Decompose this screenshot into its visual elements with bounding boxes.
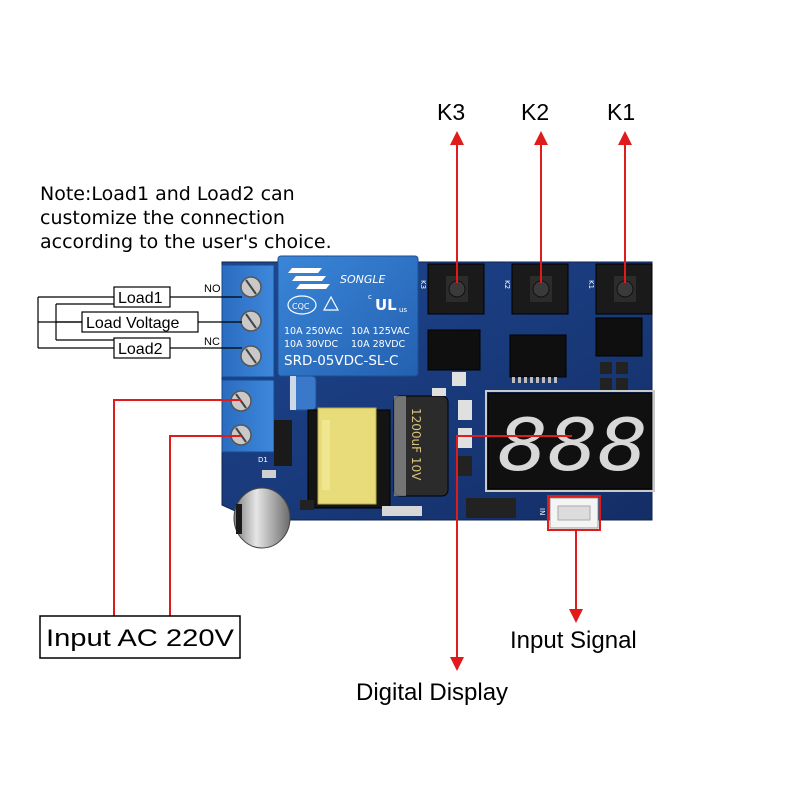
silk-d1: D1 [258, 456, 268, 464]
digital-display-text: Digital Display [356, 679, 508, 706]
warning-icon [322, 295, 340, 311]
relay-brand: SONGLE [340, 273, 386, 286]
relay-rating-right-1: 10A 125VAC [351, 326, 410, 337]
silk-k2: K2 [503, 280, 511, 289]
silk-in: IN [538, 508, 546, 515]
no-label: NO [204, 283, 221, 295]
label-load1: Load1 [113, 286, 171, 308]
k2-label: K2 [521, 99, 549, 125]
relay-ul-mark: UL [375, 296, 397, 314]
silk-k1: K1 [587, 280, 595, 289]
label-load2: Load2 [113, 337, 171, 359]
screw-2 [240, 310, 262, 332]
input-signal-text: Input Signal [510, 627, 637, 654]
relay-rating-left-2: 10A 30VDC [284, 339, 339, 350]
note-text: Note:Load1 and Load2 can customize the c… [40, 182, 370, 254]
load-wiring [37, 296, 242, 349]
k3-label: K3 [437, 99, 465, 125]
cqc-icon [287, 295, 317, 315]
nc-label: NC [204, 336, 220, 348]
display-digits: 888 [498, 403, 648, 487]
load1-text: Load1 [118, 290, 163, 307]
signal-connector[interactable] [547, 495, 601, 531]
arrow-digital-display [450, 435, 572, 671]
load-voltage-text: Load Voltage [86, 315, 180, 332]
large-capacitor: 1200uF 10V [393, 395, 449, 497]
ic-chip-left [427, 329, 481, 371]
relay: SONGLE CQC c UL us 10A 250VAC 10A 125VAC… [277, 255, 419, 377]
label-load-voltage: Load Voltage [81, 311, 199, 333]
transformer [307, 407, 391, 509]
note-line-2: customize the connection [40, 207, 285, 229]
capacitor-label: 1200uF 10V [409, 408, 423, 481]
relay-us-mark: us [399, 306, 407, 314]
screw-3 [240, 345, 262, 367]
small-capacitor [289, 375, 317, 411]
ic-chip-right [595, 317, 643, 357]
load2-text: Load2 [118, 341, 163, 358]
smd-components [262, 372, 516, 518]
relay-model: SRD-05VDC-SL-C [284, 353, 398, 369]
seven-segment-display: 888 [485, 390, 655, 492]
input-ac-callout: Input AC 220V [39, 615, 241, 659]
terminal-block-power [221, 379, 275, 453]
silk-k3: K3 [419, 280, 427, 289]
songle-logo-icon [288, 268, 330, 289]
input-ac-text: Input AC 220V [46, 625, 234, 652]
wire-input-ac [113, 399, 241, 616]
note-line-1: Note:Load1 and Load2 can [40, 183, 295, 205]
k1-label: K1 [607, 99, 635, 125]
ic-chip-center [509, 334, 567, 383]
note-line-3: according to the user's choice. [40, 231, 332, 253]
relay-rating-right-2: 10A 28VDC [351, 339, 406, 350]
relay-rating-left-1: 10A 250VAC [284, 326, 343, 337]
relay-c-mark: c [368, 293, 372, 301]
terminal-block-load [221, 264, 275, 378]
screw-1 [240, 276, 262, 298]
relay-cert: CQC [292, 302, 310, 311]
silver-capacitor [233, 487, 291, 549]
